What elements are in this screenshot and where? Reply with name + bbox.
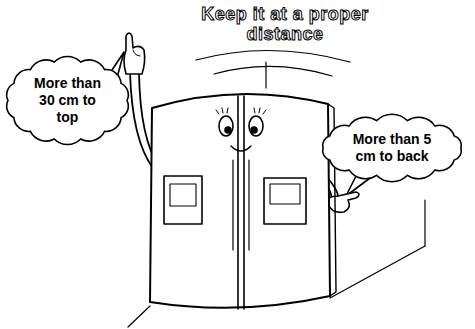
dispenser-recess	[170, 184, 196, 206]
door-panel	[264, 178, 306, 224]
left-arm	[130, 72, 153, 168]
cloud-outline	[7, 56, 129, 144]
cloud-outline	[323, 114, 462, 182]
floor-line	[330, 246, 425, 298]
left-hand	[124, 33, 145, 74]
mouth	[231, 146, 251, 151]
floor-line	[128, 306, 150, 327]
wall-corner	[424, 200, 425, 246]
speech-cloud: More than 30 cm to top	[8, 61, 127, 140]
door-handle	[248, 160, 249, 250]
refrigerator-body	[150, 94, 330, 308]
heading-text: Keep it at a proper distance	[200, 4, 370, 44]
door-handle	[232, 160, 233, 250]
distance-line	[265, 62, 266, 88]
door-gap	[243, 96, 245, 309]
ceiling-line	[196, 50, 350, 62]
ceiling-line	[214, 66, 332, 76]
eye	[219, 116, 233, 136]
door-gap	[237, 96, 239, 309]
finger	[133, 50, 140, 56]
dispenser	[164, 176, 202, 224]
callout-text: More than 5 cm to back	[344, 131, 440, 165]
speech-cloud: More than 5 cm to back	[323, 120, 461, 176]
eyelash	[254, 108, 266, 114]
pupil	[251, 127, 257, 133]
eyelash	[216, 108, 228, 114]
control-panel	[270, 184, 300, 204]
right-hand	[328, 192, 359, 212]
callout-text: More than 30 cm to top	[27, 75, 109, 126]
eye	[249, 116, 263, 136]
pupil	[225, 127, 231, 133]
